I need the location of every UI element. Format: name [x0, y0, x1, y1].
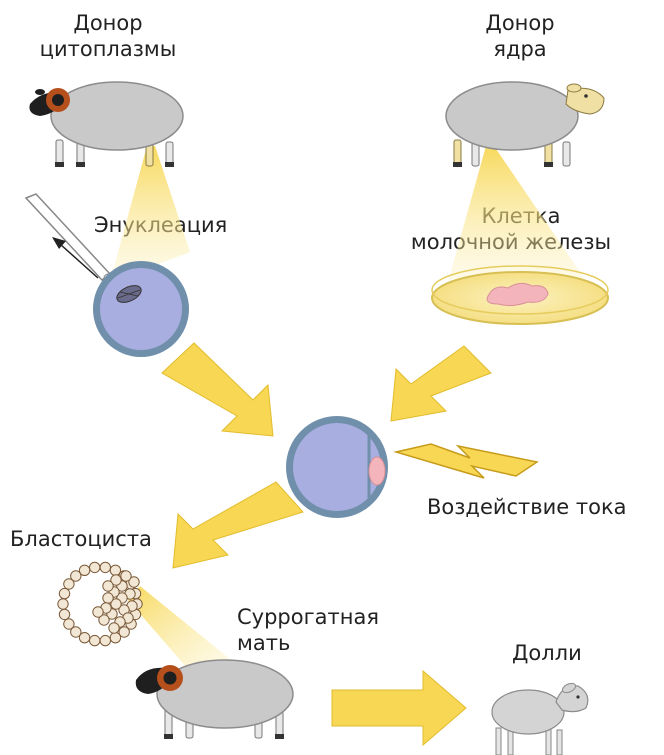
cytoplasm-donor-label-line1: Донор [73, 11, 142, 35]
blackface-ram-icon [29, 82, 183, 167]
egg-cell-icon [93, 261, 189, 357]
surrogate-label-line2: мать [237, 631, 290, 655]
blastocyst-cell [93, 607, 103, 617]
nucleus-donor-label-line2: ядра [493, 37, 546, 61]
nucleus-donor-label-line1: Донор [485, 11, 554, 35]
arrow-egg-to-fused [162, 343, 273, 436]
blastocyst-cell [121, 571, 131, 581]
whiteface-sheep-icon [446, 82, 604, 167]
blastocyst-cell [59, 588, 69, 598]
blastocyst-cell [103, 593, 113, 603]
blastocyst-cell [58, 599, 68, 609]
arrow-surrogate-to-dolly [332, 671, 466, 745]
arrow-fused-to-blastocyst [173, 482, 303, 568]
dolly-label: Долли [512, 641, 582, 665]
surrogate-ram-icon [136, 660, 293, 739]
blastocyst-cell [59, 609, 69, 619]
pipette-icon [26, 194, 112, 282]
blastocyst-cell [110, 633, 120, 643]
surrogate-label-line1: Суррогатная [237, 605, 379, 629]
blastocyst-cell [64, 619, 74, 629]
beam-nucleus-donor [448, 146, 584, 282]
blastocyst-cell [90, 562, 100, 572]
fused-cell-icon [286, 416, 388, 518]
blastocyst-cell [90, 635, 100, 645]
blastocyst-cell [79, 565, 89, 575]
blastocyst-cell [100, 562, 110, 572]
electric-shock-label: Воздействие тока [427, 495, 627, 519]
blastocyst-cell [100, 635, 110, 645]
arrow-petri-to-fused [391, 346, 491, 421]
blastocyst-icon [58, 562, 142, 646]
cytoplasm-donor-label-line2: цитоплазмы [40, 37, 177, 61]
blastocyst-label: Бластоциста [10, 527, 152, 551]
blastocyst-cell [109, 623, 119, 633]
lamb-icon [492, 681, 588, 755]
lightning-bolt-icon [396, 444, 537, 478]
blastocyst-cell [103, 581, 113, 591]
